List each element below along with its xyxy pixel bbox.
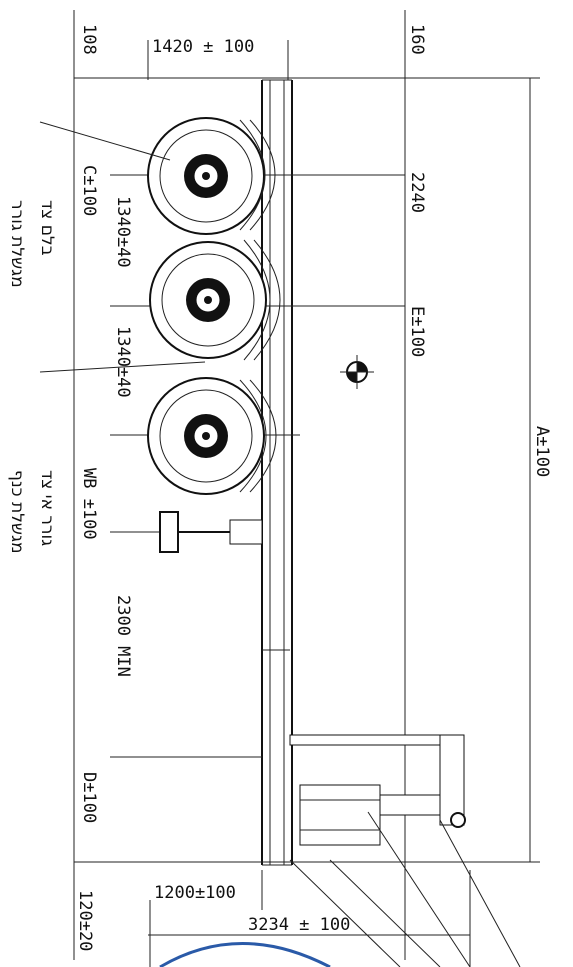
suspension (239, 119, 281, 493)
label-heb-1: מגשלת גורר (7, 200, 27, 288)
landing-gear (159, 511, 263, 553)
dim-1200: 1200±100 (154, 883, 236, 903)
leader-lines (39, 121, 521, 967)
wheel-3 (147, 377, 265, 495)
dim-e: E±100 (407, 306, 427, 357)
stamp-arc (159, 942, 331, 967)
chassis (261, 79, 293, 866)
center-of-gravity-icon (340, 355, 374, 389)
dim-3234: 3234 ± 100 (248, 915, 350, 935)
label-heb-4: גורר אי צד (37, 470, 57, 546)
dim-2300: 2300 MIN (113, 595, 133, 677)
dim-axle-1: 1340±40 (113, 196, 133, 268)
dim-120: 120±20 (75, 890, 95, 951)
wheel-1 (147, 117, 265, 235)
wheel-2 (149, 241, 267, 359)
dim-160: 160 (407, 24, 427, 55)
dim-2240: 2240 (407, 172, 427, 213)
front-structure (262, 649, 466, 846)
dim-1420: 1420 ± 100 (152, 37, 254, 57)
dim-c: C±100 (79, 165, 99, 216)
label-heb-3: מגשלת כנף (7, 470, 27, 554)
dim-a: A±100 (532, 426, 552, 477)
dim-axle-2: 1340±40 (113, 326, 133, 398)
dim-d: D±100 (79, 772, 99, 823)
dim-wb: WB ±100 (79, 468, 99, 540)
label-heb-2: בלם צד (37, 200, 57, 256)
dim-108: 108 (79, 24, 99, 55)
